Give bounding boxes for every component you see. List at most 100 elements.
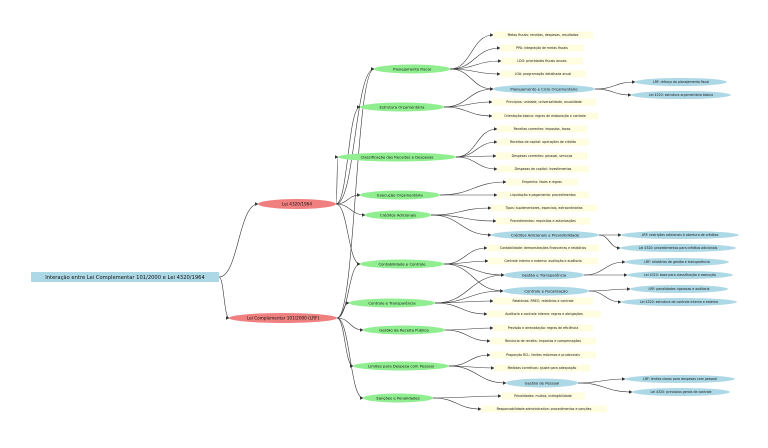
node-label-k1: LRF: reforço do planejamento fiscal [653,80,709,84]
node-shape-contab [360,259,444,269]
node-t2: Controle interno e externo: avaliação e … [488,257,598,265]
node-label-k4: Lei 4320: procedimentos para créditos ad… [639,246,718,250]
edge-gpessoal-to-k10 [577,382,633,394]
node-g2: Renúncia de receita: impactos e compensa… [490,337,596,345]
node-label-tr2: Auditoria e controle interno: regras e o… [505,312,583,316]
node-label-k7: LRF: penalidades rigorosas e auditoria [649,287,710,291]
edge-lrf-to-lim [336,317,354,368]
node-contab: Contabilidade e Controle [360,259,444,269]
node-label-g2: Renúncia de receita: impactos e compensa… [505,339,581,343]
node-label-s2: Responsabilidade administrativa: procedi… [497,407,592,411]
node-k4: Lei 4320: procedimentos para créditos ad… [620,244,736,252]
edge-plan-to-ciclo [449,68,494,91]
edge-estr-to-e1 [443,100,493,108]
node-label-p1: Metas fiscais: receitas, despesas, resul… [508,33,579,37]
edge-contab-to-gtransp [443,263,505,277]
node-label-k5: LRF: relatórios de gestão e transparênci… [644,260,710,264]
node-shape-l1 [490,351,596,359]
node-p1: Metas fiscais: receitas, despesas, resul… [493,31,593,39]
node-label-t2: Controle interno e externo: avaliação e … [504,259,582,263]
node-shape-exec [360,190,440,200]
node-plan: Planejamento Fiscal [374,64,450,74]
node-shape-t1 [487,244,599,252]
edge-estr-to-e2 [443,106,493,118]
node-shape-tr1 [493,297,593,305]
node-shape-r1 [491,204,597,212]
node-shape-k2 [631,91,731,99]
node-credprev: Créditos Adicionais e Previsibilidade [491,230,599,240]
edge-lei4320-to-class [334,155,339,205]
node-t1: Contabilidade: demonstrações financeiras… [487,244,599,252]
node-label-lim: Limites para Despesa com Pessoal [368,363,434,368]
node-lrf: Lei Complementar 101/2000 (LRF) [229,313,337,323]
node-label-tr1: Relatórios: RREO, relatórios e controle [513,299,574,303]
edge-cfisc-to-k7 [588,287,631,292]
node-k1: LRF: reforço do planejamento fiscal [635,78,727,86]
node-exec: Execução Orçamentária [360,190,440,200]
node-r2: Procedimentos: requisitos e autorizações [496,217,590,225]
edge-transp-to-tr1 [434,299,494,304]
node-shape-plan [374,64,450,74]
node-shape-x1 [506,178,578,186]
node-x2: Liquidação e pagamento: procedimentos [497,191,589,199]
edge-cred-to-r1 [430,206,492,216]
node-label-plan: Planejamento Fiscal [393,66,431,71]
node-shape-lrf [229,313,337,323]
node-shape-k1 [635,78,727,86]
node-transp: Controle e Transparência [349,298,435,308]
node-shape-s1 [501,392,585,400]
node-shape-e1 [492,98,596,106]
node-label-lei4320: Lei 4320/1964 [282,201,312,206]
node-shape-k6 [627,271,733,279]
node-shape-k3 [621,231,739,239]
edge-lei4320-to-contab [335,203,361,266]
node-k6: Lei 4320: base para classificação e exec… [627,271,733,279]
node-r1: Tipos: suplementares, especiais, extraor… [491,204,597,212]
node-e2: Orientação básica: regras de elaboração … [492,112,598,120]
node-p2: PPA: integração de metas fiscais [500,44,584,52]
node-cred: Créditos Adicionais [365,210,431,220]
node-k3: LRF: restrições adicionais à abertura de… [621,231,739,239]
node-c2: Receitas de capital: operações de crédit… [497,138,589,146]
node-shape-k8 [621,298,737,306]
edge-cfisc-to-k8 [588,290,622,304]
node-class: Classificação das Receitas e Despesas [338,152,456,162]
node-c3: Despesas correntes: pessoal, serviços [496,152,588,160]
node-label-s1: Penalidades: multas, inelegibilidade [514,394,571,398]
node-shape-transp [349,298,435,308]
edge-contab-to-t1 [443,246,488,265]
node-label-k10: Lei 4320: princípios gerais de controle [650,390,711,394]
node-shape-c2 [497,138,589,146]
edge-class-to-c4 [455,156,498,171]
edge-lrf-to-gest [336,317,364,332]
edge-gest-to-g1 [444,326,494,331]
node-shape-p4 [500,70,586,78]
node-shape-p3 [501,57,583,65]
node-shape-k9 [625,375,735,383]
node-ciclo: Planejamento e Ciclo Orçamentário [493,84,595,94]
node-label-r2: Procedimentos: requisitos e autorizações [510,219,576,223]
node-label-sanc: Sanções e Penalidades [376,395,419,400]
edge-lei4320-to-plan [335,67,375,205]
node-label-gtransp: Gestão e Transparência [522,272,567,277]
node-label-x2: Liquidação e pagamento: procedimentos [510,193,576,197]
edge-gpessoal-to-k9 [577,377,626,384]
node-shape-ciclo [493,84,595,94]
edge-transp-to-tr2 [434,302,488,316]
node-label-t1: Contabilidade: demonstrações financeiras… [500,246,587,250]
edge-lrf-to-transp [336,301,350,319]
node-sanc: Sanções e Penalidades [363,393,433,403]
node-label-root: Interação entre Lei Complementar 101/200… [45,275,205,281]
node-label-c3: Despesas correntes: pessoal, serviços [512,154,573,158]
node-k7: LRF: penalidades rigorosas e auditoria [630,285,728,293]
edge-lrf-to-plan [336,67,375,319]
edge-ciclo-to-k2 [594,88,632,97]
node-label-c1: Receitas correntes: impostos, taxas [514,127,571,131]
node-shape-k7 [630,285,728,293]
node-shape-p2 [500,44,584,52]
edge-credprev-to-k4 [598,234,621,250]
node-shape-p1 [493,31,593,39]
node-label-lrf: Lei Complementar 101/2000 (LRF) [247,315,320,320]
edge-root-to-lei4320 [218,202,259,278]
node-shape-e2 [492,112,598,120]
